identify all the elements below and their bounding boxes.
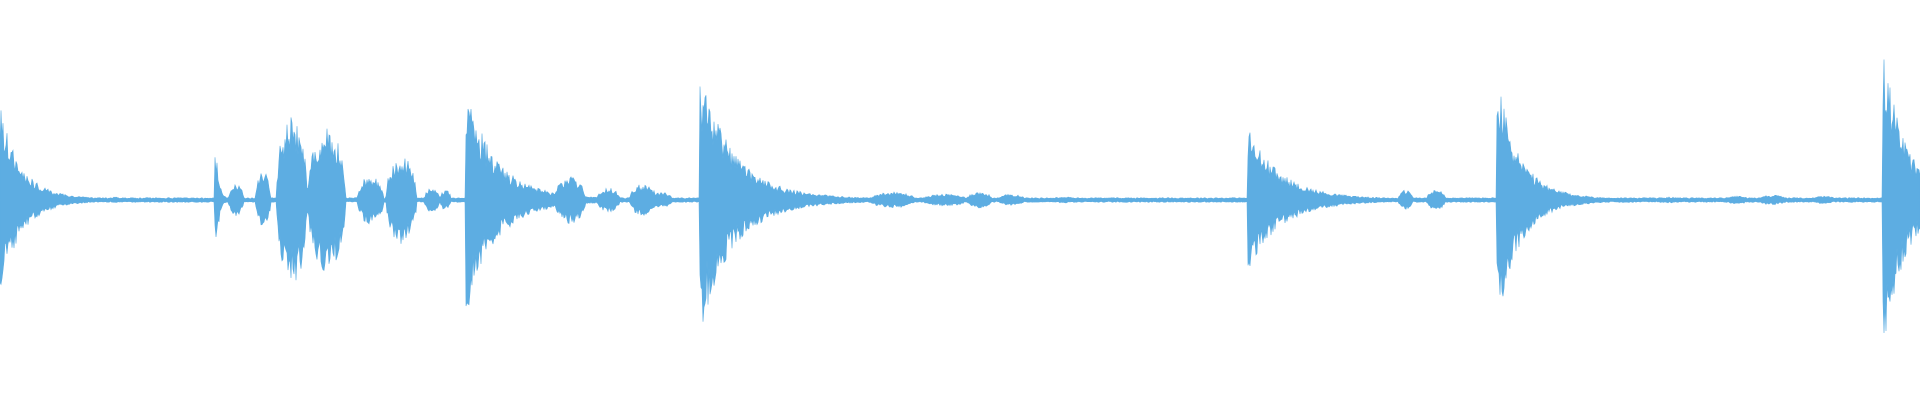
waveform-envelope [0,59,1920,333]
waveform-shape [0,59,1920,333]
